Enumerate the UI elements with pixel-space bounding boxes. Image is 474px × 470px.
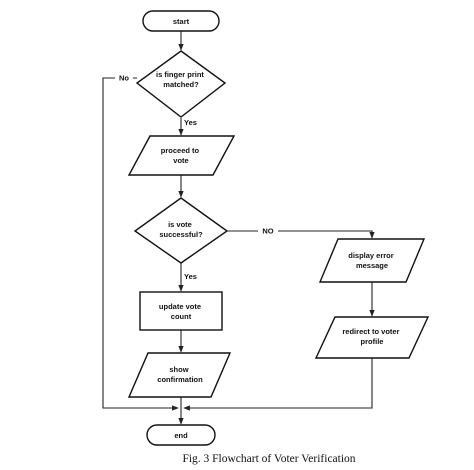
start-terminator <box>142 10 220 32</box>
confirmation-text: show confirmation <box>157 365 203 384</box>
node-proceed: proceed to vote <box>127 135 236 176</box>
fingerprint-text: is finger print matched? <box>156 70 206 89</box>
end-terminator <box>146 424 216 446</box>
label-fingerprint-no: No <box>119 74 129 83</box>
vote-text: is vote successful? <box>159 220 203 239</box>
error-text: display error message <box>348 251 396 270</box>
update-text: update vote count <box>159 302 203 321</box>
label-fingerprint-yes: Yes <box>184 118 197 127</box>
fingerprint-diamond <box>135 50 227 118</box>
proceed-parallelogram <box>127 135 236 176</box>
confirmation-parallelogram <box>127 352 232 398</box>
edge-vote-no-to-error <box>227 230 375 239</box>
node-fingerprint-decision: is finger print matched? <box>135 50 227 118</box>
redirect-parallelogram <box>314 316 430 359</box>
node-error: display error message <box>318 238 426 283</box>
vote-diamond <box>133 197 229 264</box>
node-confirmation: show confirmation <box>127 352 232 398</box>
node-update: update vote count <box>139 291 223 331</box>
end-text: end <box>174 431 188 440</box>
figure-caption: Fig. 3 Flowchart of Voter Verification <box>182 453 355 465</box>
redirect-text: redirect to voter profile <box>342 327 401 346</box>
label-vote-no: NO <box>262 227 273 236</box>
node-vote-decision: is vote successful? <box>133 197 229 264</box>
node-start: start <box>142 10 220 32</box>
update-process <box>139 291 223 331</box>
proceed-text: proceed to vote <box>161 146 201 165</box>
start-text: start <box>173 17 190 26</box>
error-parallelogram <box>318 238 426 283</box>
label-vote-yes: Yes <box>184 272 197 281</box>
node-end: end <box>146 424 216 446</box>
node-redirect: redirect to voter profile <box>314 316 430 359</box>
edge-redirect-to-end <box>183 358 373 411</box>
